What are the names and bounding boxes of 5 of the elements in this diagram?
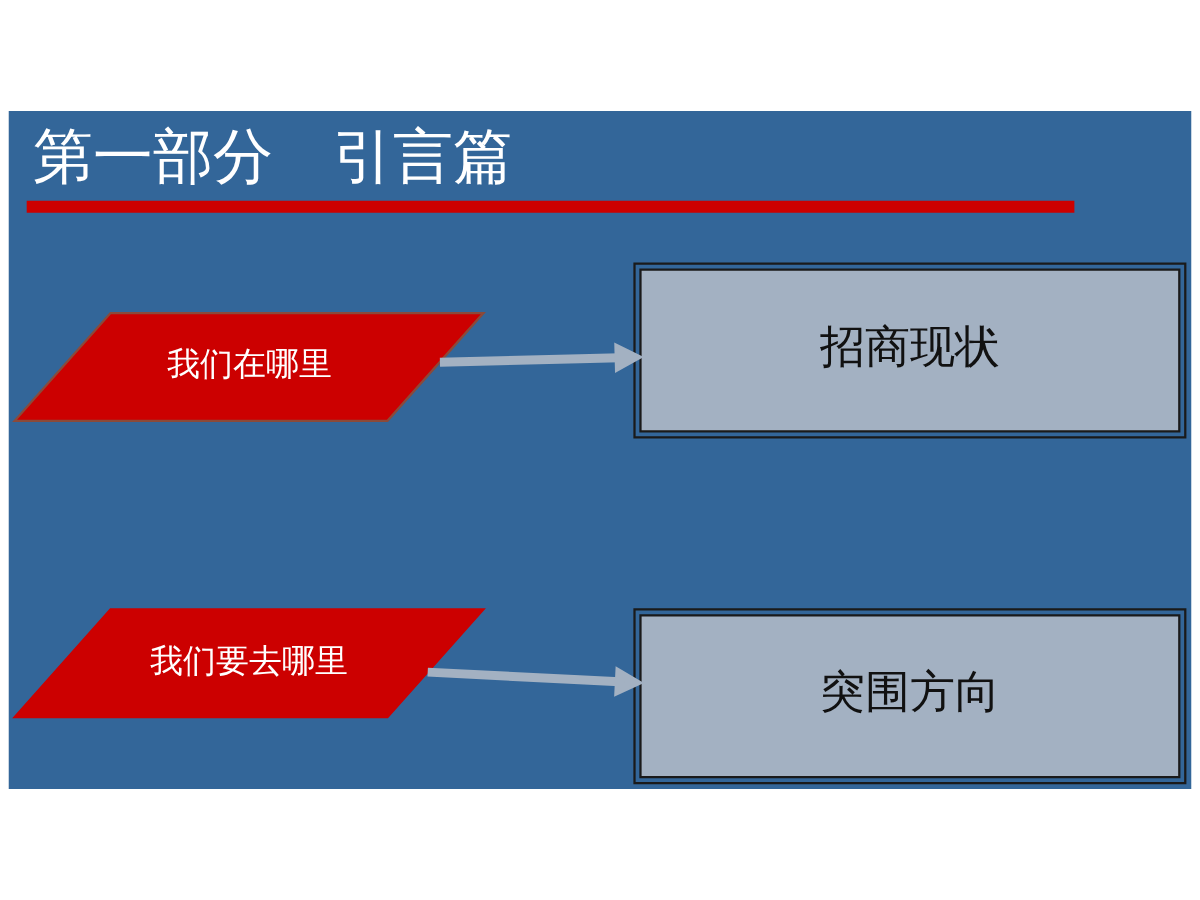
arrow [427, 666, 644, 697]
arrow [439, 342, 644, 374]
node-box: 招商现状 [633, 262, 1187, 439]
diagram-title: 第一部分 引言篇 [32, 123, 513, 190]
node-box: 突围方向 [633, 608, 1187, 785]
